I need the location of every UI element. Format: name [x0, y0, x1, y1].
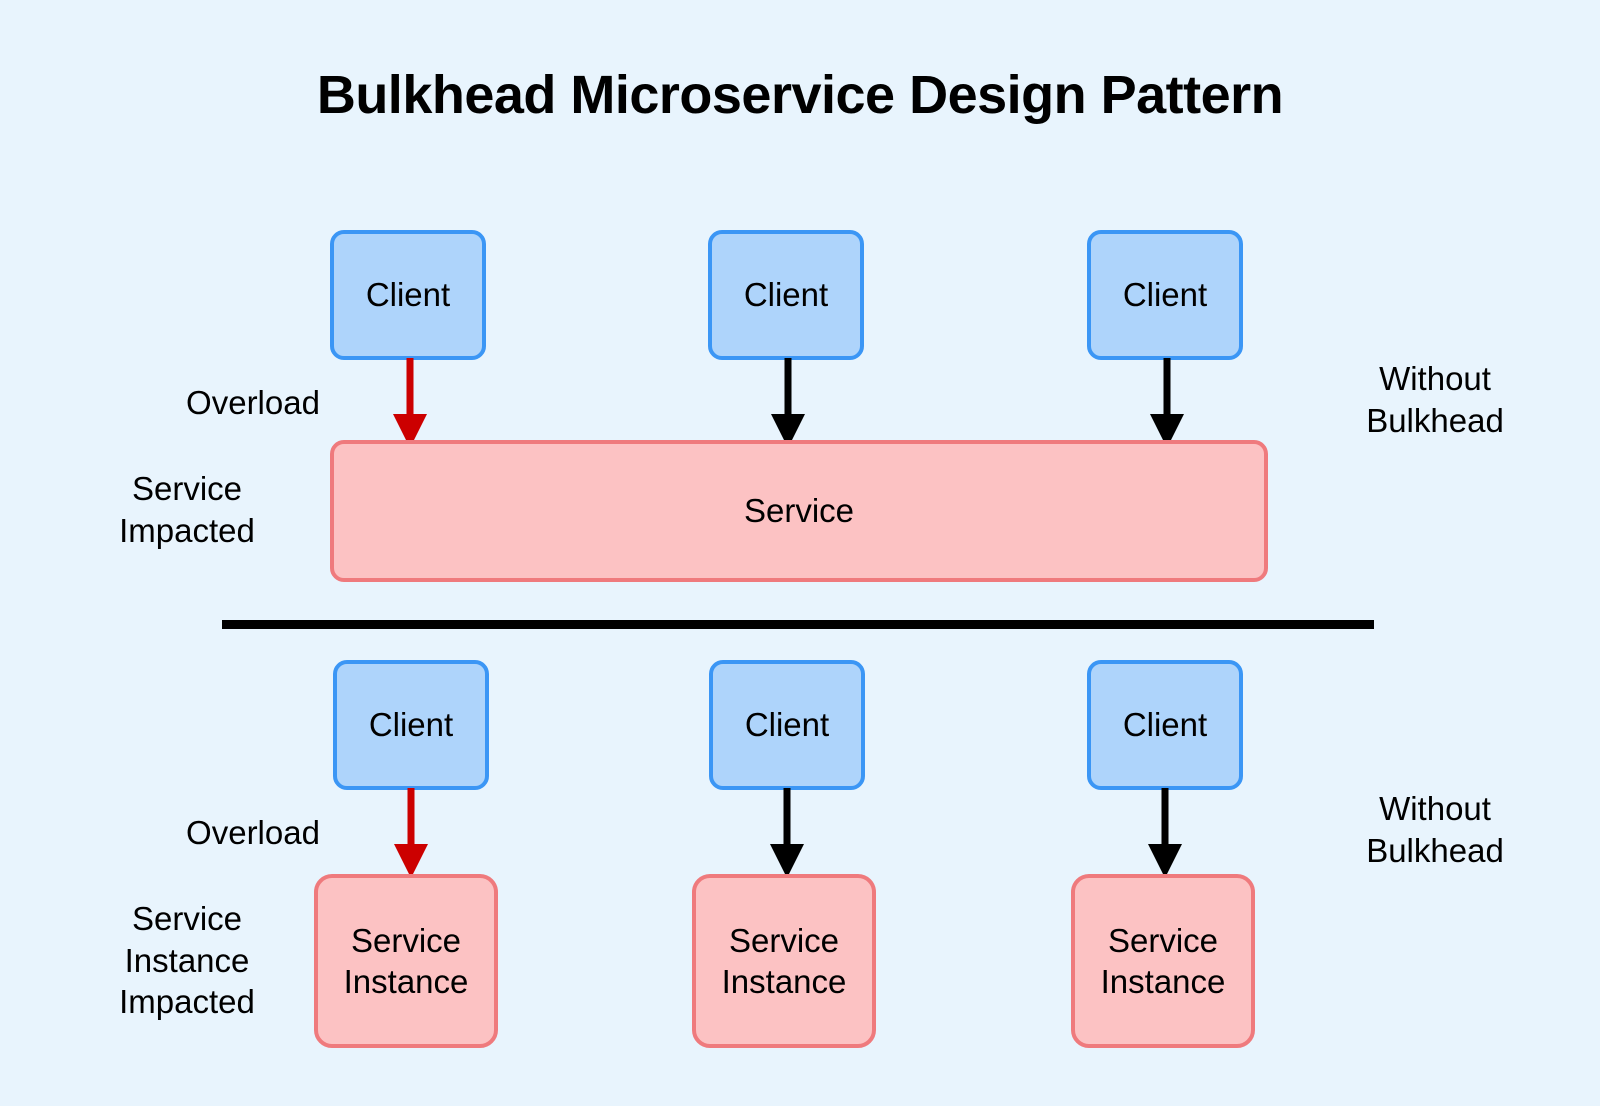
bottom-client-3-label: Client: [1122, 706, 1208, 744]
bottom-client-2[interactable]: Client: [709, 660, 865, 790]
top-arrow-normal-2: [1150, 358, 1184, 448]
bottom-client-2-label: Client: [744, 706, 830, 744]
service-box[interactable]: Service: [330, 440, 1268, 582]
bottom-right-label: Without Bulkhead: [1366, 790, 1504, 869]
service-instance-2[interactable]: Service Instance: [692, 874, 876, 1048]
top-overload-label: Overload: [186, 384, 320, 421]
top-client-2[interactable]: Client: [708, 230, 864, 360]
bottom-arrow-normal-2: [1148, 788, 1182, 878]
page-title: Bulkhead Microservice Design Pattern: [316, 65, 1284, 125]
top-client-2-label: Client: [743, 276, 829, 314]
bottom-arrow-overload: [394, 788, 428, 878]
top-right-label: Without Bulkhead: [1366, 360, 1504, 439]
top-client-1[interactable]: Client: [330, 230, 486, 360]
service-instance-1[interactable]: Service Instance: [314, 874, 498, 1048]
bottom-client-1-label: Client: [368, 706, 454, 744]
top-arrow-overload: [393, 358, 427, 448]
top-client-1-label: Client: [365, 276, 451, 314]
service-instance-2-label: Service Instance: [721, 921, 847, 1000]
bottom-overload-label: Overload: [186, 814, 320, 851]
top-client-3-label: Client: [1122, 276, 1208, 314]
top-impact-label: Service Impacted: [119, 470, 255, 549]
bottom-impact-label: Service Instance Impacted: [119, 900, 255, 1021]
bottom-arrow-normal-1: [770, 788, 804, 878]
service-instance-1-label: Service Instance: [343, 921, 469, 1000]
top-client-3[interactable]: Client: [1087, 230, 1243, 360]
bottom-client-1[interactable]: Client: [333, 660, 489, 790]
top-arrow-normal-1: [771, 358, 805, 448]
bottom-client-3[interactable]: Client: [1087, 660, 1243, 790]
service-instance-3-label: Service Instance: [1100, 921, 1226, 1000]
section-divider: [222, 620, 1374, 629]
service-box-label: Service: [743, 492, 855, 530]
service-instance-3[interactable]: Service Instance: [1071, 874, 1255, 1048]
